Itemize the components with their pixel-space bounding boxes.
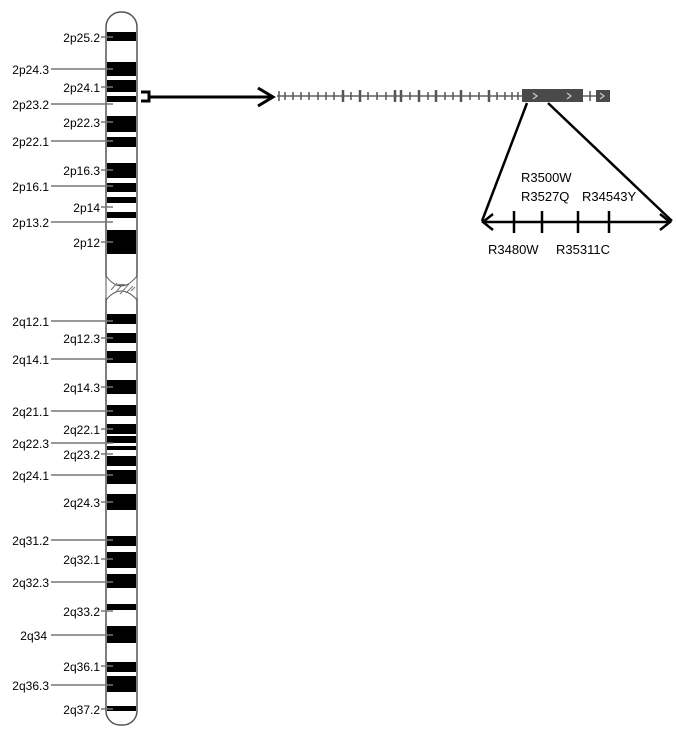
p-arm-labels: 2p25.2 2p24.3 2p24.1 2p23.2 2p22.3 2p22.… [12, 31, 113, 250]
locus-bracket [141, 90, 151, 103]
gene-structure [277, 89, 610, 102]
band-label-2q24-1: 2q24.1 [12, 469, 49, 483]
band-label-2q24-3: 2q24.3 [63, 496, 100, 510]
band [107, 446, 136, 450]
band [107, 604, 136, 610]
q-arm-labels: 2q12.1 2q12.3 2q14.1 2q14.3 2q21.1 2q22.… [12, 315, 113, 717]
large-exon-block [522, 89, 583, 102]
band-label-2p16-3: 2p16.3 [63, 164, 100, 178]
band-label-2q37-2: 2q37.2 [63, 703, 100, 717]
band-label-2p12: 2p12 [73, 236, 100, 250]
band [107, 212, 136, 218]
band [107, 80, 136, 92]
band [107, 470, 136, 484]
band-label-2p24-1: 2p24.1 [63, 81, 100, 95]
band-label-2q31-2: 2q31.2 [12, 534, 49, 548]
band-label-2q21-1: 2q21.1 [12, 405, 49, 419]
centromere-hatch [110, 282, 136, 295]
band-label-2p25-2: 2p25.2 [63, 31, 100, 45]
band-label-2q32-1: 2q32.1 [63, 553, 100, 567]
band-label-2p22-3: 2p22.3 [63, 116, 100, 130]
arrow-head [257, 86, 276, 108]
chromosome-2 [105, 11, 138, 726]
variant-label-r3480w: R3480W [488, 242, 539, 257]
band [107, 456, 136, 466]
band-label-2q14-1: 2q14.1 [12, 353, 49, 367]
band-label-2q36-1: 2q36.1 [63, 660, 100, 674]
strand-chevron [566, 92, 572, 100]
band [107, 333, 136, 343]
band-label-2p22-1: 2p22.1 [12, 135, 49, 149]
variant-labels: R3500W R3527Q R34543Y R3480W R35311C [488, 170, 637, 257]
band [107, 314, 136, 324]
band [107, 405, 136, 416]
variant-label-r3500w: R3500W [521, 170, 572, 185]
band [107, 183, 136, 192]
band [107, 163, 136, 178]
axis-arrow-right [659, 213, 673, 231]
zoom-line-left [480, 102, 529, 222]
band-label-2q12-3: 2q12.3 [63, 332, 100, 346]
band-label-2q22-1: 2q22.1 [63, 423, 100, 437]
band-label-2p13-2: 2p13.2 [12, 216, 49, 230]
band [107, 137, 136, 147]
zoom-line-right [547, 102, 673, 222]
p-arm-bands [107, 32, 136, 254]
band [107, 626, 136, 643]
band-label-2p24-3: 2p24.3 [12, 63, 49, 77]
band [107, 706, 136, 711]
band-label-2p23-2: 2p23.2 [12, 98, 49, 112]
band [107, 62, 136, 76]
band [107, 662, 136, 672]
variant-label-r35311c: R35311C [556, 242, 610, 257]
locus-pointer-arrow [141, 86, 276, 108]
band [107, 574, 136, 588]
band [107, 351, 136, 363]
band [107, 536, 136, 546]
terminal-exon [596, 90, 610, 102]
band [107, 116, 136, 132]
band [107, 197, 136, 203]
band-label-2q33-2: 2q33.2 [63, 605, 100, 619]
band-label-2q12-1: 2q12.1 [12, 315, 49, 329]
band [107, 32, 136, 41]
band-label-2q34: 2q34 [20, 629, 47, 643]
band-label-2p16-1: 2p16.1 [12, 180, 49, 194]
band-label-2q14-3: 2q14.3 [63, 381, 100, 395]
exon-ticks [278, 90, 519, 102]
band [107, 552, 136, 568]
band-label-2q32-3: 2q32.3 [12, 576, 49, 590]
q-arm-bands [107, 314, 136, 711]
band [107, 380, 136, 394]
band-label-2q36-3: 2q36.3 [12, 679, 49, 693]
variant-label-r34543y: R34543Y [582, 189, 637, 204]
variant-axis [480, 211, 673, 233]
variant-label-r3527q: R3527Q [521, 189, 569, 204]
band [107, 676, 136, 692]
axis-arrow-left [480, 213, 494, 231]
centromere [105, 274, 138, 302]
band-label-2p14: 2p14 [73, 201, 100, 215]
band [107, 494, 136, 510]
strand-chevron [532, 92, 538, 100]
zoom-callout [480, 102, 673, 222]
band [107, 96, 136, 102]
strand-chevron [599, 92, 605, 100]
band [107, 424, 136, 434]
band-label-2q23-2: 2q23.2 [63, 448, 100, 462]
band [107, 436, 136, 443]
band-label-2q22-3: 2q22.3 [12, 437, 49, 451]
